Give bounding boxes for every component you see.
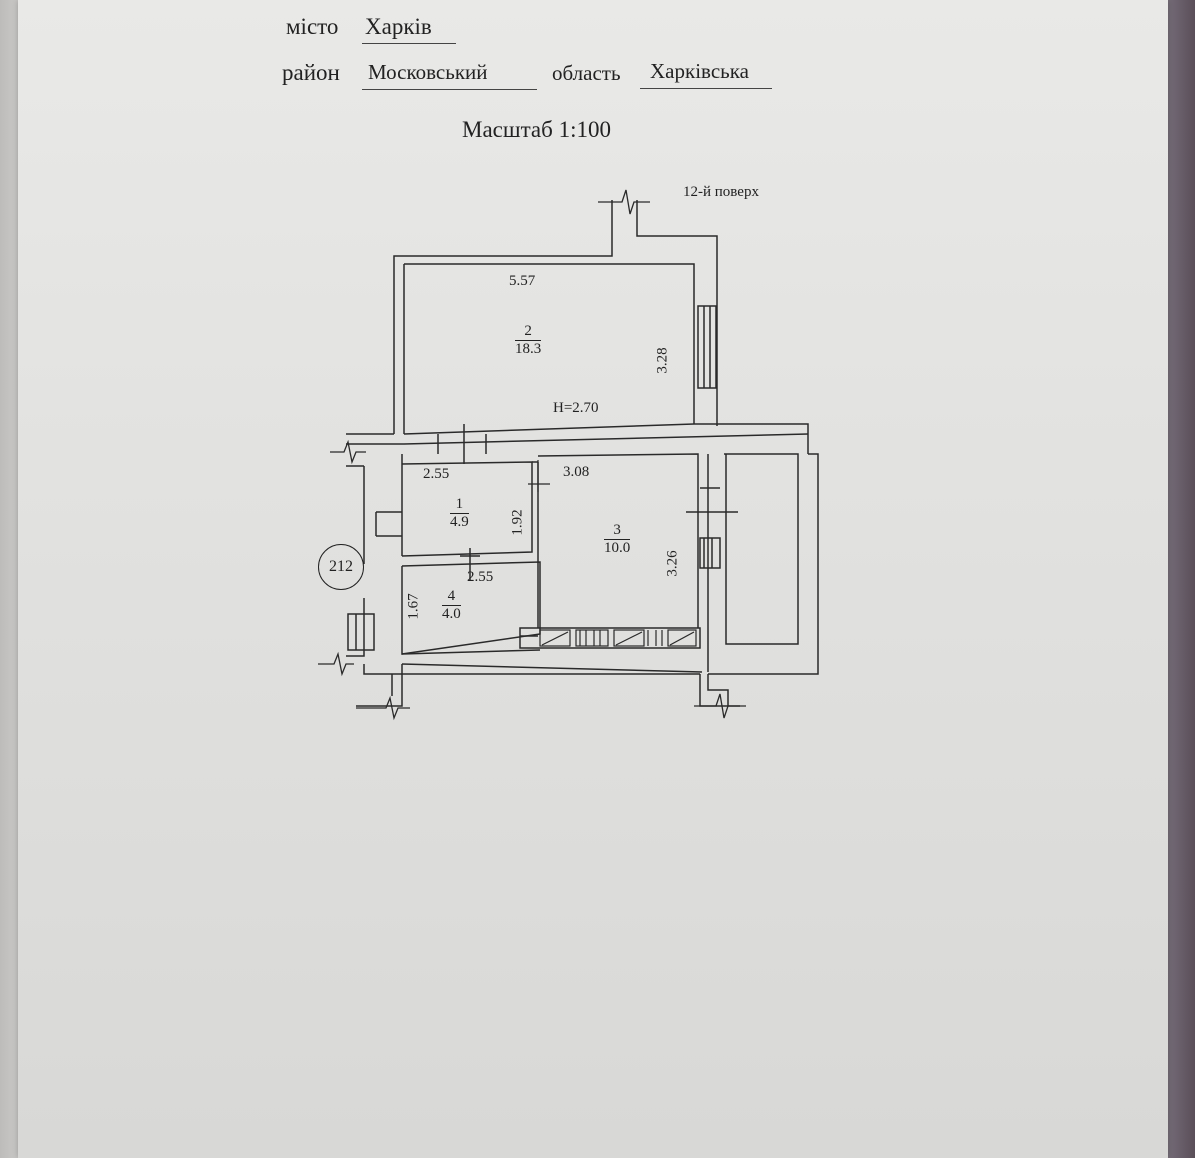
room4-width: 2.55 <box>467 569 494 585</box>
floor-label: 12-й поверх <box>683 184 759 200</box>
room2-label: 2 18.3 <box>515 323 542 358</box>
wall-inner-room2 <box>404 263 695 424</box>
wall-outer-right-top <box>636 200 718 426</box>
district-label: район <box>282 60 340 85</box>
region-value: Харківська <box>650 59 749 83</box>
scale-text: Масштаб 1:100 <box>462 117 611 142</box>
room3-label: 3 10.0 <box>604 522 631 557</box>
region-underline <box>640 88 772 89</box>
room4-depth: 1.67 <box>405 593 422 620</box>
room2-number: 2 <box>515 323 542 341</box>
district-underline <box>362 89 537 90</box>
building-number-badge: 212 <box>318 544 364 590</box>
room1-label: 1 4.9 <box>450 496 469 531</box>
wall-outer-left-top <box>393 200 613 434</box>
room2-depth: 3.28 <box>654 347 671 374</box>
room1-depth: 1.92 <box>509 509 526 536</box>
room1-area: 4.9 <box>450 514 469 530</box>
city-label: місто <box>286 14 339 39</box>
room4-label: 4 4.0 <box>442 588 461 623</box>
city-underline <box>362 43 456 44</box>
room2-area: 18.3 <box>515 341 542 357</box>
room3-number: 3 <box>604 522 631 540</box>
room1-number: 1 <box>450 496 469 514</box>
city-value: Харків <box>365 14 432 39</box>
room4-area: 4.0 <box>442 606 461 622</box>
district-value: Московський <box>368 60 488 84</box>
room2-width: 5.57 <box>509 273 536 289</box>
document-sheet <box>18 0 1168 1158</box>
room3-width: 3.08 <box>563 464 590 480</box>
room3-depth: 3.26 <box>664 550 681 577</box>
cabinet-strip <box>519 627 701 649</box>
room4-number: 4 <box>442 588 461 606</box>
region-label: область <box>552 61 621 85</box>
shaft-left <box>347 613 375 651</box>
window-room3 <box>699 537 721 569</box>
window-room2 <box>697 305 717 389</box>
room3-area: 10.0 <box>604 540 631 556</box>
ceiling-height: H=2.70 <box>553 400 599 416</box>
balcony <box>724 453 799 645</box>
room1-width: 2.55 <box>423 466 450 482</box>
